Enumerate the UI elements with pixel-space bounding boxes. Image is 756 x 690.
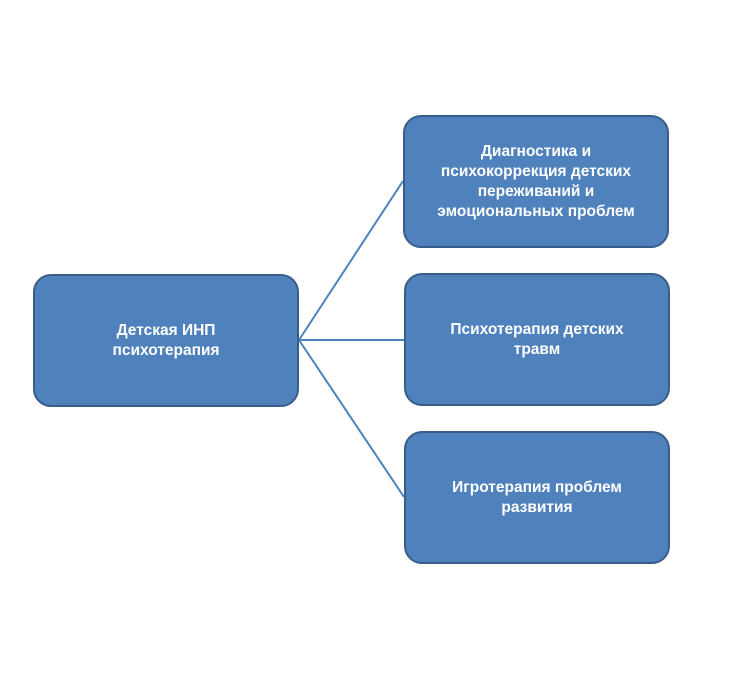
branch-node-play-therapy: Игротерапия проблем развития — [404, 431, 670, 564]
root-node: Детская ИНП психотерапия — [33, 274, 299, 407]
connector-line-1 — [298, 180, 404, 341]
branch-node-label: Диагностика и психокоррекция детских пер… — [437, 142, 635, 220]
branch-node-label: Игротерапия проблем развития — [452, 478, 622, 516]
branch-node-trauma: Психотерапия детских травм — [404, 273, 670, 406]
root-node-label: Детская ИНП психотерапия — [112, 321, 220, 359]
connector-line-3 — [298, 339, 405, 498]
branch-node-label: Психотерапия детских травм — [450, 320, 624, 358]
branch-node-diagnostics: Диагностика и психокоррекция детских пер… — [403, 115, 669, 248]
